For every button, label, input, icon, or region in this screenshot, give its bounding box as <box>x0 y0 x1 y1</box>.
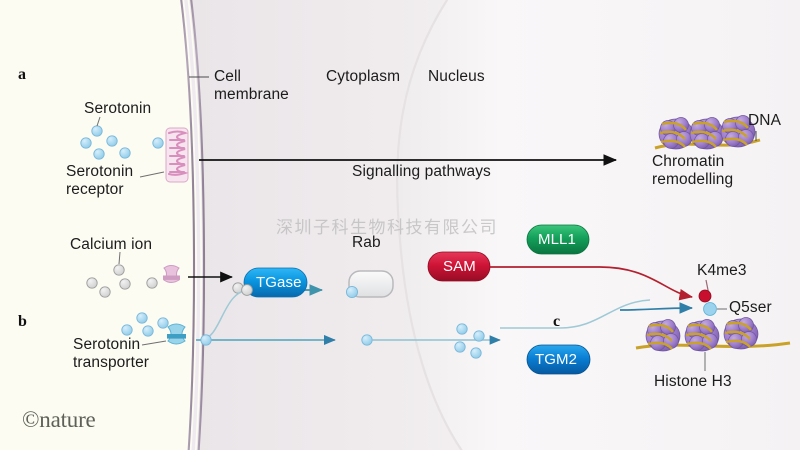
protein-tgase <box>241 267 308 298</box>
label-k4me3: K4me3 <box>697 262 747 279</box>
calcium-dot <box>99 286 111 298</box>
protein-label-sam[interactable]: SAM <box>443 258 476 275</box>
calcium-dot <box>146 277 158 289</box>
label-chromatin-remodelling: Chromatin remodelling <box>652 153 734 188</box>
tgm2-to-q5ser-arrow <box>619 302 694 314</box>
label-signalling-pathways: Signalling pathways <box>352 163 491 180</box>
cell-membrane-inner <box>190 0 206 450</box>
serotonin-dot <box>152 137 164 149</box>
label-nucleus: Nucleus <box>428 68 485 85</box>
calcium-dot <box>119 278 131 290</box>
chromatin-remodelling-group <box>654 115 761 150</box>
leader-calcium-ion <box>118 251 121 265</box>
panel-label-a: a <box>18 66 26 83</box>
panel-c-branch-line <box>500 299 651 329</box>
serotonin-dot <box>142 325 154 337</box>
leader-serotonin-receptor <box>139 171 165 178</box>
protein-label-tgase[interactable]: TGase <box>256 274 302 291</box>
q5ser-mark <box>703 302 717 316</box>
leader-serotonin <box>96 116 101 127</box>
serotonin-dot <box>200 334 212 346</box>
nature-logo: ©nature <box>22 407 96 432</box>
serotonin-dot <box>454 341 466 353</box>
histone-h3-group <box>635 279 791 371</box>
calcium-dot <box>113 264 125 276</box>
serotonin-receptor <box>165 127 189 183</box>
label-serotonin-transporter: Serotonin transporter <box>73 336 150 371</box>
serotonin-dot <box>470 347 482 359</box>
serotonin-dot <box>345 285 359 299</box>
protein-label-tgm2[interactable]: TGM2 <box>535 351 578 368</box>
watermark: 深圳子科生物科技有限公司 <box>276 218 498 237</box>
nuclear-envelope <box>396 0 463 450</box>
nucleosome <box>723 317 759 350</box>
calcium-channel <box>163 265 180 283</box>
serotonin-dot <box>456 323 468 335</box>
label-rab: Rab <box>352 234 381 251</box>
nucleosome <box>645 319 681 352</box>
sam-to-k4me3-arrow <box>490 266 694 301</box>
protein-label-mll1[interactable]: MLL1 <box>538 231 576 248</box>
label-calcium-ion: Calcium ion <box>70 236 153 253</box>
calcium-dots-group <box>86 264 244 298</box>
label-cell-membrane: Cell membrane <box>214 68 289 103</box>
serotonin-dot <box>157 317 169 329</box>
serotonin-dot <box>121 324 133 336</box>
label-serotonin: Serotonin <box>84 100 152 117</box>
nucleosome <box>684 319 720 352</box>
leader-serotonin-transporter <box>141 340 167 346</box>
nuclear-serotonin-dots <box>454 323 485 359</box>
label-q5ser: Q5ser <box>729 299 772 316</box>
label-dna: DNA <box>748 112 782 129</box>
serotonin-dot <box>136 312 148 324</box>
label-cytoplasm: Cytoplasm <box>326 68 401 85</box>
serotonin-dot <box>80 137 92 149</box>
serotonin-dot <box>361 334 373 346</box>
serotonin-dot <box>93 148 105 160</box>
protein-tgm2 <box>526 344 591 375</box>
nucleosome <box>720 115 756 148</box>
nucleosome <box>658 117 694 150</box>
panel-label-b: b <box>18 313 27 330</box>
cell-membrane-core <box>184 0 201 450</box>
cell-membrane-outer <box>180 0 196 450</box>
serotonin-dot <box>473 330 485 342</box>
serotonin-dot <box>106 135 118 147</box>
serotonin-dot <box>91 125 103 137</box>
panel-label-c: c <box>553 313 561 330</box>
serotonin-dot <box>119 147 131 159</box>
protein-mll1 <box>526 224 590 255</box>
calcium-dot <box>241 284 253 296</box>
k4me3-mark <box>698 289 712 303</box>
label-histone-h3: Histone H3 <box>654 373 732 390</box>
calcium-dot <box>86 277 98 289</box>
serotonin-transporter <box>167 323 186 345</box>
protein-rab <box>345 270 394 299</box>
label-serotonin-receptor: Serotonin receptor <box>66 163 134 198</box>
nucleosome <box>689 117 725 150</box>
